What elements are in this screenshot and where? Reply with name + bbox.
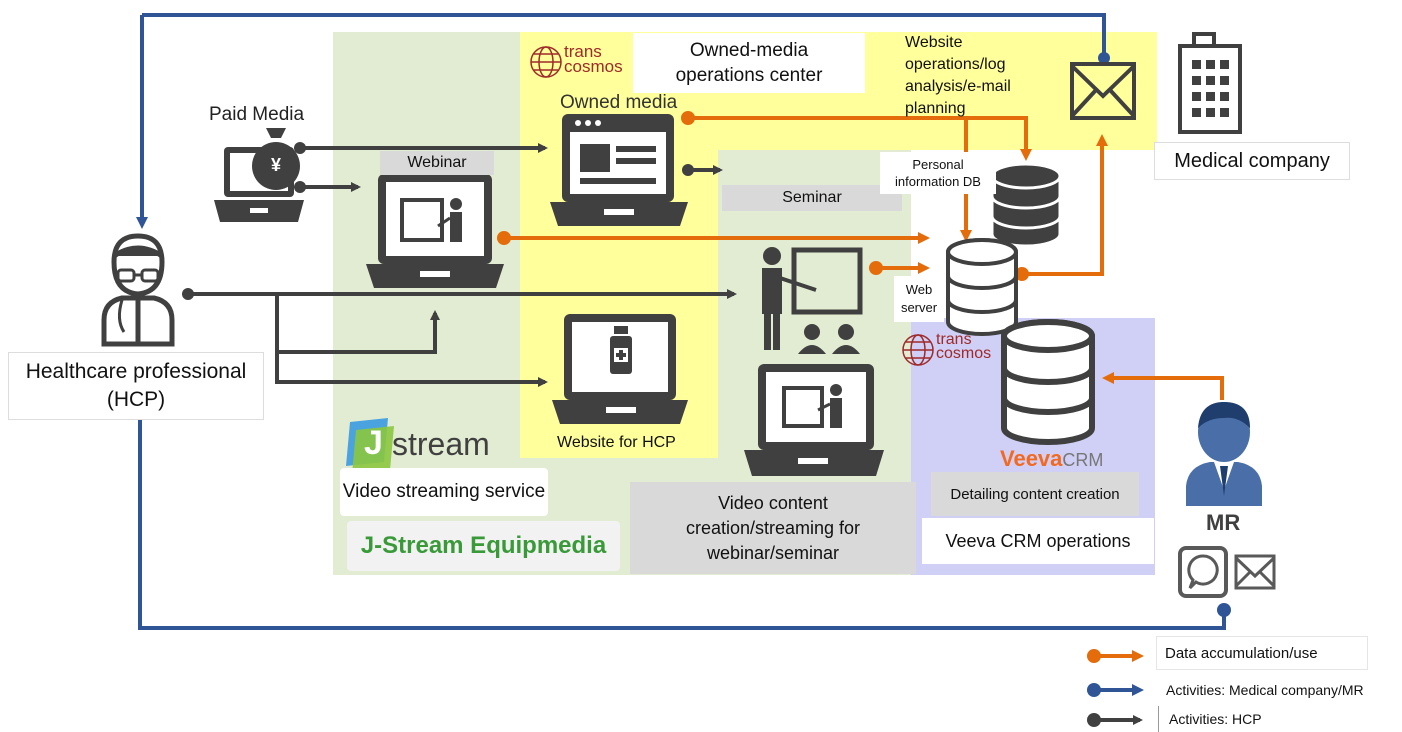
jstream-logo-text: stream [392,426,490,462]
owned-media-label: Owned media [560,92,678,113]
doctor-icon [101,233,175,347]
web-server-db-icon [946,238,1018,336]
personal-db-label: Personal information DB [880,152,996,194]
personal-db-icon [990,162,1062,248]
webinar-laptop-icon [366,174,504,288]
money-bag-icon [252,128,300,190]
website-hcp-label: Website for HCP [557,434,676,451]
seminar-presenter-icon [762,247,863,354]
chat-icon [1178,546,1228,598]
transcosmos-globe-icon [530,46,562,78]
seminar-label: Seminar [722,185,902,211]
transcosmos-word-2: cosmos [564,57,623,76]
web-server-label: Web server [894,276,944,322]
email-envelope-icon [1070,62,1136,120]
jstream-logo-mark [346,418,394,474]
video-streaming-label: Video streaming service [340,468,548,516]
blue-loop [136,13,1226,630]
veeva-logo-word: Veeva [1000,446,1063,471]
veeva-crm-db-icon [1001,319,1095,445]
hcp-label: Healthcare professional (HCP) [8,352,264,420]
legend-item-hcp: Activities: HCP [1158,706,1388,732]
veeva-ops-label: Veeva CRM operations [922,518,1154,564]
jstream-equipmedia-label: J-Stream Equipmedia [347,521,620,571]
mr-label: MR [1206,510,1241,535]
detailing-label: Detailing content creation [931,472,1139,516]
legend-item-data: Data accumulation/use [1156,636,1368,670]
yen-symbol: ¥ [270,155,281,175]
veeva-logo: VeevaCRM [1000,446,1103,472]
mr-person-icon [1186,402,1262,506]
jstream-logo-j: J [364,424,383,462]
paid-media-label: Paid Media [209,104,305,125]
legend-item-medical: Activities: Medical company/MR [1158,675,1388,705]
building-icon [1178,32,1242,134]
website-ops-label: Website operations/log analysis/e-mail p… [905,34,1011,117]
transcosmos-logo-text-1: trans cosmos [564,42,623,76]
video-content-label: Video content creation/streaming for web… [630,482,916,574]
transcosmos-word-4: cosmos [936,345,992,362]
transcosmos-word-1: trans [564,42,602,61]
mail-icon [1234,554,1276,590]
veeva-logo-crm: CRM [1062,450,1104,470]
transcosmos-word-3: trans [936,331,972,348]
dark-arrows [190,143,737,387]
transcosmos-globe-icon-2 [902,334,934,366]
transcosmos-logo-text-2: trans cosmos [936,331,992,362]
legend-arrows [1094,650,1144,725]
video-content-laptop-icon [744,364,884,476]
owned-media-laptop-icon [550,114,688,226]
medical-company-label: Medical company [1154,142,1350,180]
website-hcp-laptop-icon [552,314,688,424]
owned-media-center-label: Owned-media operations center [633,33,865,93]
webinar-label: Webinar [380,151,494,175]
